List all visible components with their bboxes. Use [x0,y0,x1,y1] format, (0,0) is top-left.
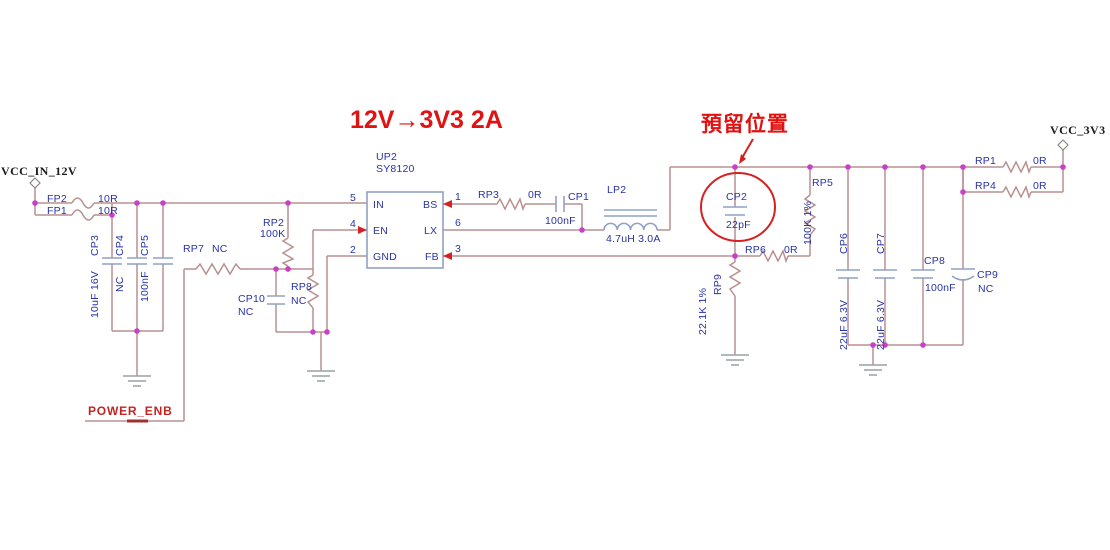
net-label-vcc-in-12v: VCC_IN_12V [1,164,77,178]
net-label-vcc-3v3: VCC_3V3 [1050,123,1106,137]
net-label-power-enb: POWER_ENB [88,404,173,418]
pin-name-in: IN [373,199,384,211]
label-cp10-value: NC [238,306,254,318]
label-fp2-ref: FP2 [47,193,67,205]
label-rp6-ref: RP6 [745,244,767,256]
label-rp9-value: 22.1K 1% [697,287,709,335]
ground-symbols [123,354,887,387]
label-cp5-value: 100nF [139,271,151,302]
label-rp8-value: NC [291,295,307,307]
label-rp3-value: 0R [528,189,542,201]
label-rp7-value: NC [212,243,228,255]
label-cp10-ref: CP10 [238,293,266,305]
label-rp8-ref: RP8 [291,281,313,293]
label-fp1-ref: FP1 [47,205,67,217]
ic-ref: UP2 [376,151,398,163]
ground-icon [123,375,151,387]
label-rp5-value: 100K 1% [802,200,814,245]
label-rp6-value: 0R [784,244,798,256]
label-cp2-value: 22pF [726,219,751,231]
label-rp4-value: 0R [1033,180,1047,192]
en-pin-arrow-icon [358,226,367,234]
highlight-annotation [700,138,776,242]
label-cp9-value: NC [978,283,994,295]
label-rp4-ref: RP4 [975,180,997,192]
label-cp1-ref: CP1 [568,191,590,203]
ic-part-number: SY8120 [376,163,415,175]
pin-name-bs: BS [423,199,438,211]
label-cp9-ref: CP9 [977,269,999,281]
label-rp2-ref: RP2 [263,217,285,229]
pin-num-lx: 6 [455,217,462,229]
label-fp1-value: 10R [98,205,118,217]
junction-dots [32,164,1066,348]
label-cp3-value: 10uF 16V [89,270,101,318]
label-rp5-ref: RP5 [812,177,834,189]
label-cp6-ref: CP6 [838,232,850,254]
label-cp1-value: 100nF [545,215,576,227]
pin-num-gnd: 2 [350,244,357,256]
label-cp3-ref: CP3 [89,234,101,256]
pin-name-gnd: GND [373,251,397,263]
label-cp4-value: NC [114,276,126,292]
label-cp7-ref: CP7 [875,232,887,254]
pin-num-bs: 1 [455,191,462,203]
label-fp2-value: 10R [98,193,118,205]
label-cp4-ref: CP4 [114,234,126,256]
pin-num-fb: 3 [455,243,462,255]
bs-pin-arrow-icon [443,200,452,208]
label-rp9-ref: RP9 [712,273,724,295]
component-symbols [102,191,975,305]
annotation-arrow-icon [739,154,746,164]
wire-net [34,150,1064,422]
label-lp2-value: 4.7uH 3.0A [606,233,661,245]
pin-marker-arrows [358,200,452,260]
label-rp1-value: 0R [1033,155,1047,167]
label-cp6-value: 22uF 6.3V [838,299,850,350]
label-cp8-ref: CP8 [924,255,946,267]
label-cp8-value: 100nF [925,282,956,294]
fb-pin-arrow-icon [443,252,452,260]
label-lp2-ref: LP2 [607,184,627,196]
pin-name-lx: LX [424,225,438,237]
label-rp1-ref: RP1 [975,155,997,167]
label-cp5-ref: CP5 [139,234,151,256]
pin-name-fb: FB [425,251,439,263]
title-12v-to-3v3: 12V→3V3 2A [350,106,503,134]
label-rp7-ref: RP7 [183,243,205,255]
label-rp3-ref: RP3 [478,189,500,201]
label-cp7-value: 22uF 6.3V [875,299,887,350]
pin-num-en: 4 [350,218,357,230]
ground-icon [721,354,749,366]
net-pin-diamonds [29,139,1069,189]
reserved-position-note: 預留位置 [701,113,789,136]
pin-num-in: 5 [350,192,357,204]
label-rp2-value: 100K [260,228,286,240]
ground-icon [859,364,887,376]
pin-name-en: EN [373,225,388,237]
label-cp2-ref: CP2 [726,191,748,203]
ground-icon [307,370,335,382]
